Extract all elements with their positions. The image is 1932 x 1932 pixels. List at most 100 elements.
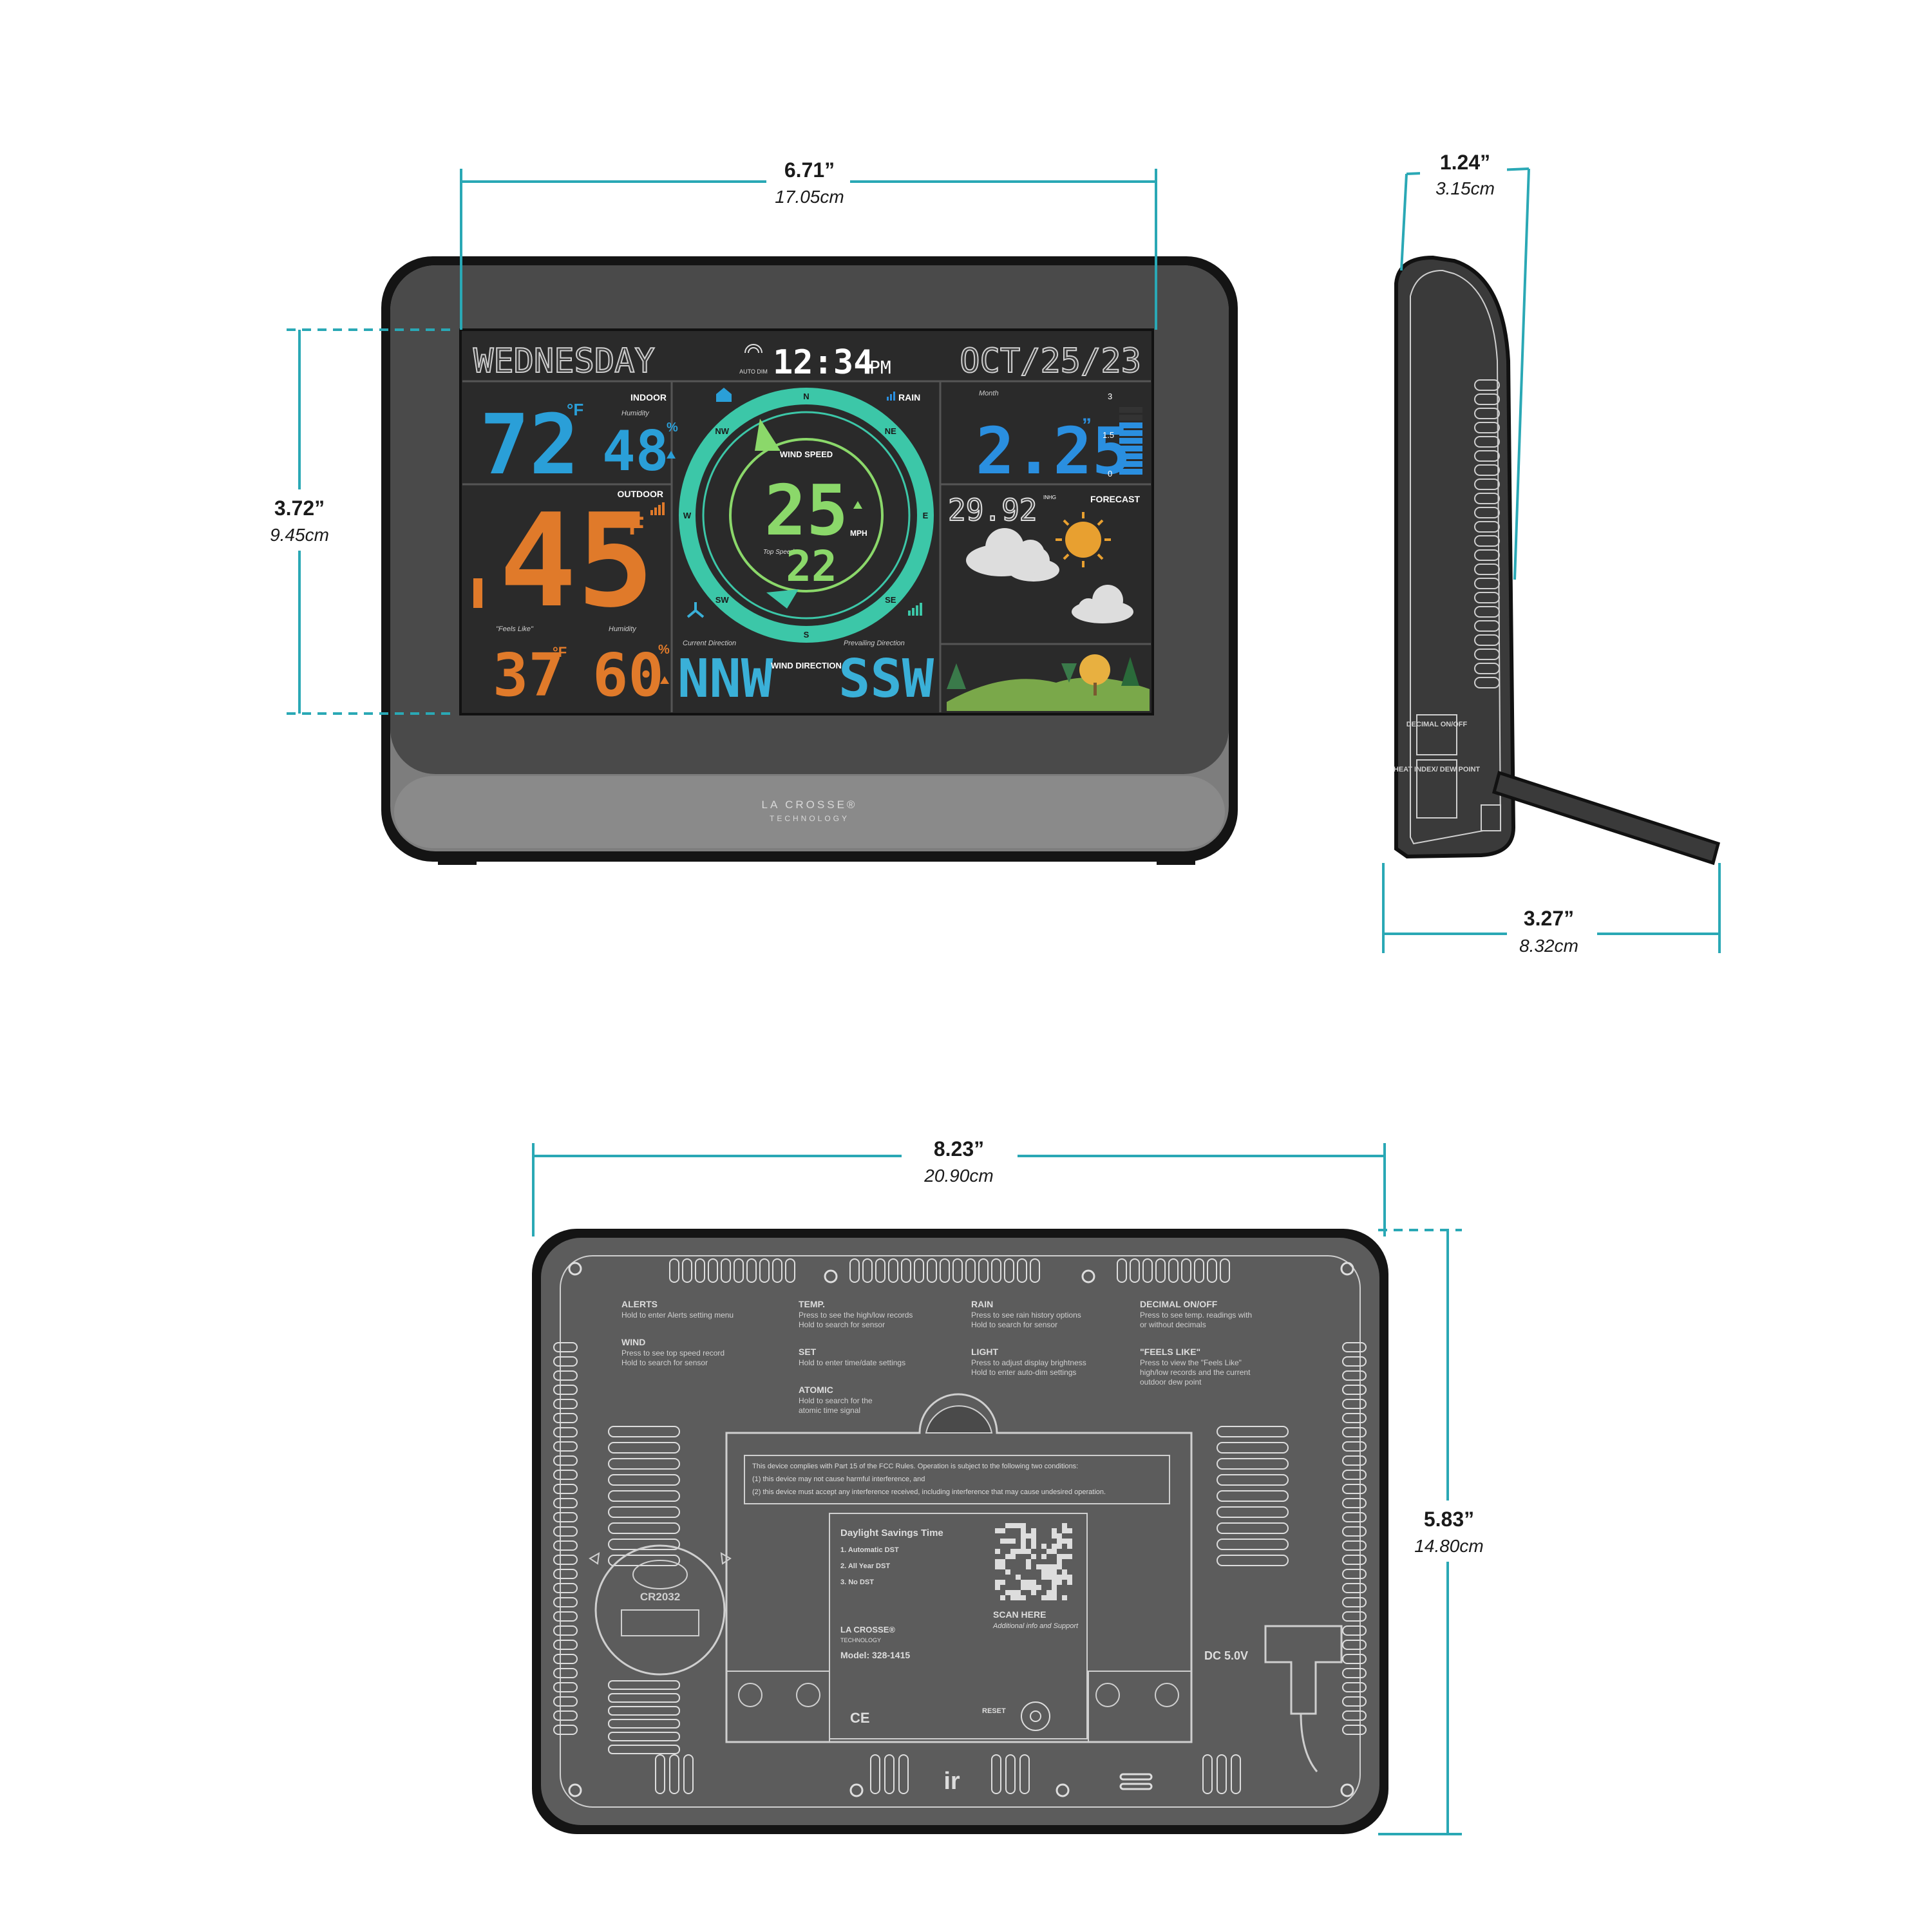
qr-module	[1052, 1595, 1057, 1600]
compass-label: SE	[885, 595, 896, 605]
back-housing	[541, 1238, 1379, 1825]
qr-module	[1026, 1585, 1031, 1590]
side-vent	[1474, 592, 1500, 603]
prevailing-direction-pointer	[766, 589, 799, 609]
top-vent	[1181, 1258, 1191, 1283]
power-label: DC 5.0V	[1204, 1649, 1248, 1662]
qr-module	[1052, 1590, 1057, 1595]
current-direction-pointer	[755, 419, 781, 451]
dst-item-2: 2. All Year DST	[840, 1562, 890, 1570]
side-vent	[1474, 507, 1500, 518]
rain-scale-bottom: 0	[1108, 469, 1112, 478]
top-vent	[759, 1258, 770, 1283]
qr-module	[1031, 1554, 1036, 1559]
qr-module	[1057, 1575, 1062, 1580]
qr-module	[1010, 1590, 1016, 1595]
compass-label: W	[683, 511, 692, 520]
reset-button	[1021, 1701, 1050, 1731]
left-vent	[553, 1569, 578, 1579]
rain-bar-segment	[1119, 453, 1142, 459]
top-vent	[1168, 1258, 1179, 1283]
bottom-vent	[683, 1754, 694, 1794]
left-panel-vent	[608, 1555, 680, 1566]
lower-left-vent	[608, 1745, 680, 1754]
side-vent	[1474, 677, 1500, 688]
side-housing	[1394, 255, 1516, 859]
compass-inner-ring	[702, 411, 911, 620]
qr-module	[1052, 1575, 1057, 1580]
qr-module	[1010, 1539, 1016, 1544]
prevailing-direction: SSW	[838, 649, 934, 710]
qr-module	[1046, 1595, 1052, 1600]
arrow-left-icon	[589, 1552, 600, 1565]
qr-module	[1016, 1575, 1021, 1580]
outdoor-temp-unit: °F	[618, 512, 644, 540]
sun-icon	[1056, 512, 1111, 567]
top-speed-label: Top Speed	[763, 549, 794, 556]
time-suffix: PM	[869, 357, 891, 378]
qr-module	[995, 1528, 1000, 1533]
top-vent	[682, 1258, 692, 1283]
top-vent	[862, 1258, 873, 1283]
qr-module	[1016, 1549, 1021, 1554]
outdoor-temp: 45	[499, 486, 654, 636]
back-width-inches: 8.23”	[934, 1137, 984, 1160]
compass-label: N	[803, 392, 809, 401]
fcc-box	[744, 1455, 1170, 1504]
qr-module	[1010, 1554, 1016, 1559]
left-vent	[553, 1696, 578, 1707]
rain-value: 2.25	[976, 413, 1131, 489]
left-vent	[553, 1682, 578, 1692]
side-vent	[1474, 549, 1500, 561]
indoor-trend-up-icon	[667, 451, 676, 459]
instruction-line: Hold to enter auto-dim settings	[971, 1368, 1076, 1377]
stand-depth-cm: 8.32cm	[1519, 936, 1578, 956]
instruction-line: or without decimals	[1140, 1320, 1206, 1329]
date-display: OCT/25/23	[960, 342, 1141, 381]
home-icon	[716, 388, 732, 402]
back-brand-line1: LA CROSSE®	[840, 1625, 895, 1634]
top-vent	[1220, 1258, 1230, 1283]
qr-module	[995, 1549, 1000, 1554]
qr-module	[1036, 1564, 1041, 1569]
top-speed: 22	[786, 542, 837, 591]
feels-like-label: "Feels Like"	[496, 625, 534, 633]
front-height-inches: 3.72”	[274, 497, 325, 520]
rain-bar-segment	[1119, 407, 1142, 413]
front-brand-line1: LA CROSSE®	[762, 799, 858, 811]
dst-item-3: 3. No DST	[840, 1578, 874, 1586]
qr-module	[995, 1585, 1000, 1590]
right-vent	[1342, 1342, 1367, 1352]
top-vent	[978, 1258, 989, 1283]
side-vent	[1474, 578, 1500, 589]
center-panel: This device complies with Part 15 of the…	[725, 1393, 1193, 1743]
left-vent	[553, 1370, 578, 1381]
instruction-title: DECIMAL ON/OFF	[1140, 1299, 1218, 1309]
wind-speed-label: WIND SPEED	[780, 450, 833, 459]
reset-button-center	[1030, 1710, 1041, 1722]
qr-module	[1041, 1595, 1046, 1600]
rain-bar-segment	[1119, 422, 1142, 428]
outdoor-battery-icon	[473, 578, 482, 608]
qr-module	[1026, 1564, 1031, 1569]
compass-label: NW	[715, 426, 729, 436]
side-vent	[1474, 393, 1500, 405]
side-vent	[1474, 408, 1500, 419]
qr-module	[1031, 1590, 1036, 1595]
qr-module	[1057, 1539, 1062, 1544]
qr-module	[1005, 1539, 1010, 1544]
outdoor-label: OUTDOOR	[617, 489, 663, 499]
qr-module	[1026, 1559, 1031, 1564]
top-vent	[1194, 1258, 1204, 1283]
fcc-line-3: (2) this device must accept any interfer…	[752, 1488, 1106, 1496]
qr-module	[1046, 1575, 1052, 1580]
lower-left-vent	[608, 1680, 680, 1690]
qr-module	[1057, 1533, 1062, 1539]
outdoor-humidity: 60	[592, 641, 664, 710]
back-vents	[553, 1258, 1367, 1794]
indoor-humidity: 48	[602, 419, 669, 484]
left-vent	[553, 1484, 578, 1494]
side-depth-cm: 3.15cm	[1435, 178, 1495, 198]
top-vent	[772, 1258, 782, 1283]
cloud-small-icon	[1072, 585, 1133, 623]
